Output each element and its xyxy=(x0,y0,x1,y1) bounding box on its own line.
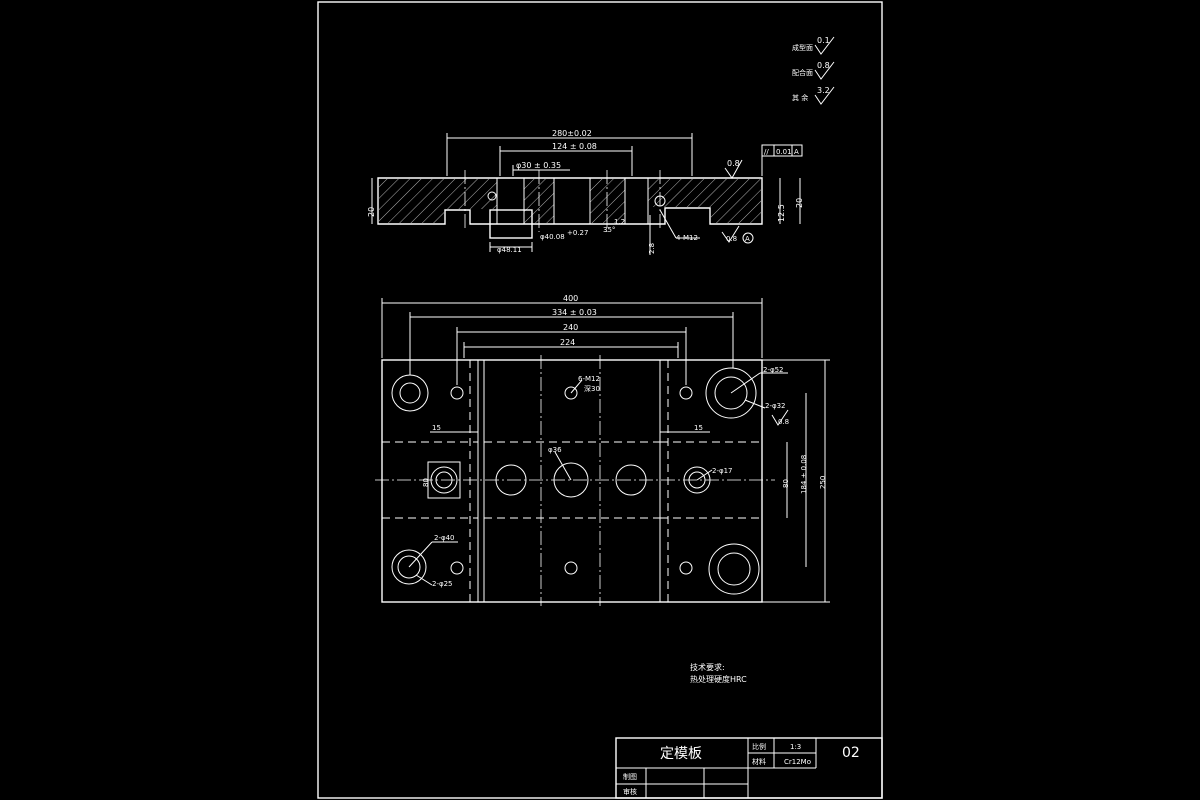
dim-400: 400 xyxy=(563,294,578,303)
center-hole-1 xyxy=(495,464,527,496)
depth2: 2.8 xyxy=(648,243,656,254)
guide-hole-tl xyxy=(391,374,429,412)
dim-124: 124 ± 0.08 xyxy=(552,142,597,151)
section-hatch-mid2 xyxy=(590,179,625,223)
dim-240: 240 xyxy=(563,323,578,332)
side-hole-note: 2-φ17 xyxy=(712,467,733,475)
bore-dia: φ40.08 xyxy=(540,233,565,241)
section-hatch-right xyxy=(648,179,761,207)
scale-label: 比例 xyxy=(752,742,766,751)
guide-sub-note: 2-φ32 xyxy=(765,402,786,410)
section-hatch-left-low xyxy=(379,209,444,223)
guide-hole-note: 2-φ52 xyxy=(763,366,784,374)
dim-height-right: 20 xyxy=(795,198,804,208)
center-hole-3 xyxy=(615,464,647,496)
section-hatch-right-low xyxy=(711,207,761,223)
roughness-value-1: 0.1 xyxy=(817,36,830,45)
right-height: 80 xyxy=(782,479,790,488)
datum-circle xyxy=(742,232,754,244)
angle-dim: 35° xyxy=(603,226,615,234)
roughness-value-2: 0.8 xyxy=(817,61,830,70)
screw-hole-1 xyxy=(450,386,464,400)
drawing-frame xyxy=(317,1,883,799)
screw-hole-3 xyxy=(679,386,693,400)
section-hatch-left xyxy=(379,179,497,209)
dim-bore: φ30 ± 0.35 xyxy=(516,161,561,170)
right-width: 15 xyxy=(694,424,703,432)
dim-184: 184 ± 0.08 xyxy=(800,455,808,494)
dim-depth-right: 12.5 xyxy=(777,204,786,222)
technical-requirements: 技术要求: 热处理硬度HRC xyxy=(690,662,747,684)
roughness-label-3: 其 余 xyxy=(792,93,808,102)
roughness-symbol-2 xyxy=(814,61,835,80)
section-outline xyxy=(377,177,763,225)
title-block: 定模板 比例 1:3 材料 Cr12Mo 02 制图 审核 xyxy=(615,737,883,799)
small-dim: 1.2 xyxy=(614,218,625,226)
roughness-label-1: 成型面 xyxy=(792,43,813,52)
checked-label: 审核 xyxy=(623,787,637,796)
scale-value: 1:3 xyxy=(790,743,801,751)
corner-hole-note: 2-φ40 xyxy=(434,534,455,542)
flatness-symbol: // xyxy=(764,148,769,156)
dim-250: 250 xyxy=(819,476,827,489)
flatness-value: 0.01 xyxy=(776,148,792,156)
dim-height-left: 20 xyxy=(367,207,376,217)
dim-224: 224 xyxy=(560,338,575,347)
center-hole-2 xyxy=(553,462,589,498)
section-view: 280±0.02 124 ± 0.08 φ30 ± 0.35 20 12.5 2… xyxy=(367,129,804,255)
flatness-datum: A xyxy=(794,148,799,156)
screw-note: 6-M12 xyxy=(578,375,600,383)
corner-sub-note: 2-φ25 xyxy=(432,580,453,588)
screw-hole-6 xyxy=(450,561,464,575)
screw-hole-4 xyxy=(564,561,578,575)
section-roughness: 0.8 xyxy=(727,159,740,168)
drawn-label: 制图 xyxy=(623,772,637,781)
tech-req-line1: 热处理硬度HRC xyxy=(690,674,747,684)
screw-sub: 深30 xyxy=(584,384,600,393)
step-dia: φ48.11 xyxy=(497,246,522,254)
part-name: 定模板 xyxy=(660,746,702,762)
roughness-legend: 成型面 0.1 配合面 0.8 其 余 3.2 xyxy=(792,36,835,105)
side-hole-right xyxy=(683,466,711,494)
roughness-label-2: 配合面 xyxy=(792,68,813,77)
center-hole-note: φ36 xyxy=(548,446,562,454)
material-value: Cr12Mo xyxy=(784,758,811,766)
material-label: 材料 xyxy=(752,757,766,766)
bore-tol: +0.27 xyxy=(567,229,588,237)
guide-rough: 0.8 xyxy=(778,418,789,426)
plate-outline xyxy=(381,359,763,603)
dim-334: 334 ± 0.03 xyxy=(552,308,597,317)
plan-view: 400 334 ± 0.03 240 224 6-M12 深30 2-φ52 2… xyxy=(375,294,830,606)
roughness-symbol-3 xyxy=(814,86,835,105)
guide-hole-tr xyxy=(705,367,757,419)
datum-label: A xyxy=(745,235,750,243)
roughness-value-3: 3.2 xyxy=(817,86,830,95)
left-height: 80 xyxy=(422,478,430,487)
drawing-number: 02 xyxy=(842,745,860,761)
section-pocket xyxy=(489,209,533,239)
side-hole-left xyxy=(430,466,458,494)
screw-hole-5 xyxy=(679,561,693,575)
thread-callout: 4-M12 xyxy=(676,234,698,242)
left-width: 15 xyxy=(432,424,441,432)
flatness-frame xyxy=(761,144,803,157)
bottom-roughness: 0.8 xyxy=(726,235,737,243)
guide-hole-br xyxy=(708,543,760,595)
dim-280: 280±0.02 xyxy=(552,129,592,138)
screw-hole-2 xyxy=(564,386,578,400)
guide-hole-bl xyxy=(391,549,427,585)
roughness-symbol-1 xyxy=(814,36,835,55)
tech-req-title: 技术要求: xyxy=(690,662,725,672)
